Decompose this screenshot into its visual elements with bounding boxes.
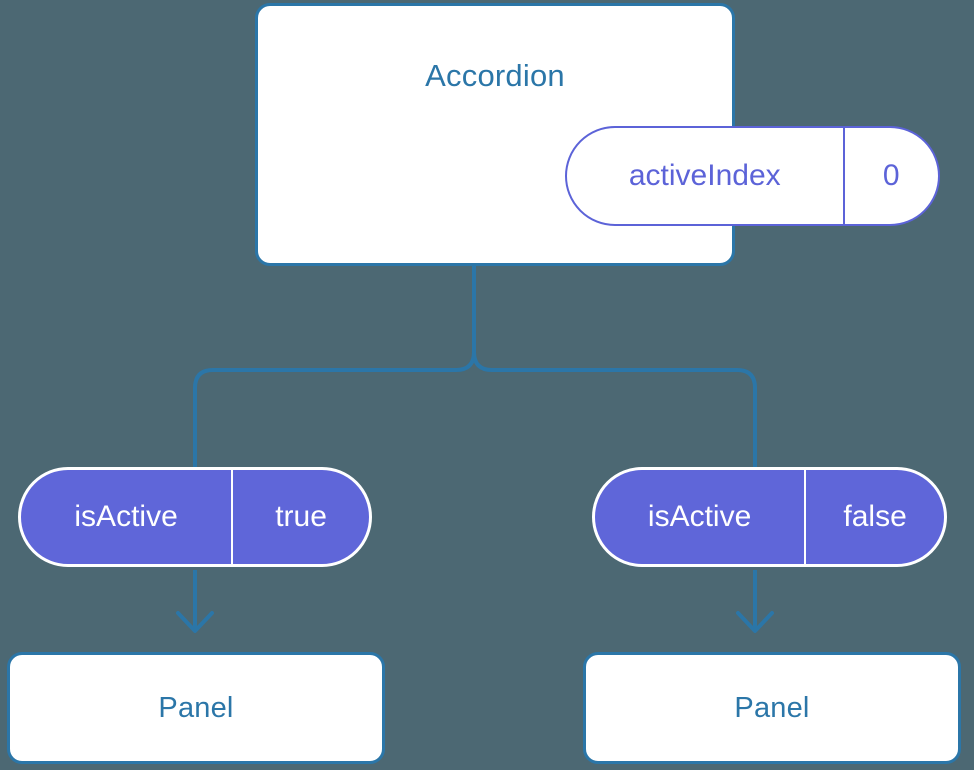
prop-pill-value: false: [804, 470, 944, 564]
component-card-panel-left[interactable]: Panel: [7, 652, 385, 764]
state-pill-key: activeIndex: [628, 159, 781, 192]
prop-pill-is-active-true[interactable]: isActive true: [18, 467, 372, 567]
component-title: Panel: [734, 691, 810, 724]
component-title: Accordion: [425, 58, 565, 93]
prop-pill-is-active-false[interactable]: isActive false: [592, 467, 947, 567]
connector-trunk-to-branch-right: [472, 350, 757, 469]
state-pill-active-index[interactable]: activeIndex 0: [565, 126, 940, 226]
component-card-panel-right[interactable]: Panel: [583, 652, 961, 764]
prop-pill-key: isActive: [74, 500, 178, 533]
component-card-accordion[interactable]: Accordion activeIndex 0: [255, 3, 940, 266]
prop-pill-value: true: [231, 470, 369, 564]
state-pill-value: 0: [842, 128, 938, 224]
prop-pill-key: isActive: [647, 500, 752, 533]
component-title: Panel: [158, 691, 234, 724]
arrow-left-head-icon: [176, 611, 214, 633]
arrow-right-head-icon: [736, 611, 774, 633]
connector-trunk-to-branches: [193, 264, 476, 469]
